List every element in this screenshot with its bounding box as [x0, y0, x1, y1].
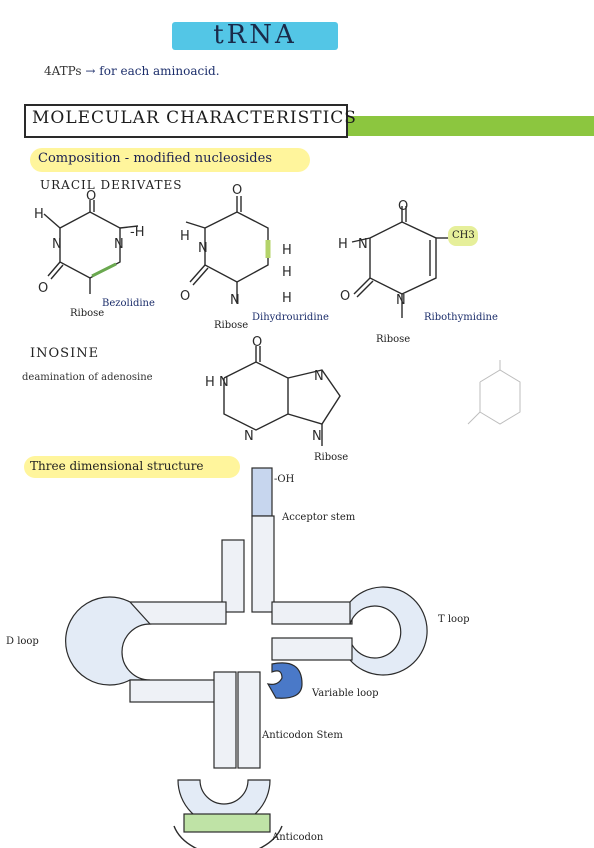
svg-text:O: O — [340, 289, 350, 304]
acceptor-stem-label: Acceptor stem — [282, 512, 356, 523]
svg-text:O: O — [180, 289, 190, 304]
trna-cloverleaf — [65, 467, 428, 833]
svg-text:O: O — [252, 335, 262, 350]
t-loop-label: T loop — [438, 614, 470, 625]
svg-text:H: H — [282, 243, 292, 258]
svg-text:N: N — [219, 375, 229, 390]
svg-text:H: H — [180, 229, 190, 244]
section-box — [24, 104, 348, 138]
atp-note: 4ATPs → for each aminoacid. — [44, 64, 220, 78]
ch3-label: CH3 — [452, 230, 475, 241]
d-loop-label: D loop — [6, 636, 39, 647]
anticodon-bracket — [173, 825, 283, 848]
svg-text:O: O — [232, 183, 242, 198]
ribose-label-4: Ribose — [314, 452, 349, 463]
atp-count: 4ATPs — [44, 64, 82, 78]
three-d-highlight — [24, 456, 240, 478]
svg-text:N: N — [114, 237, 124, 252]
svg-text:N: N — [396, 293, 406, 308]
svg-text:H: H — [282, 291, 292, 306]
inosine-structure — [223, 346, 341, 446]
page-title: tRNA — [213, 20, 297, 50]
atp-note-suffix: for each aminoacid. — [99, 64, 220, 78]
faded-structure — [467, 360, 521, 425]
svg-text:N: N — [358, 237, 368, 252]
svg-text:-H: -H — [130, 225, 144, 240]
oh-label: -OH — [274, 474, 295, 485]
ribose-label-3: Ribose — [376, 334, 411, 345]
variable-loop-label: Variable loop — [312, 688, 379, 699]
svg-text:H: H — [34, 207, 44, 222]
section-title: MOLECULAR CHARACTERISTICS — [32, 108, 357, 128]
ch3-highlight — [448, 226, 478, 246]
ribose-label-2: Ribose — [214, 320, 249, 331]
ribothymidine-label: Ribothymidine — [424, 312, 498, 323]
three-d-heading: Three dimensional structure — [30, 459, 204, 473]
svg-text:N: N — [52, 237, 62, 252]
composition-heading: Composition - modified nucleosides — [38, 151, 272, 166]
svg-text:H: H — [338, 237, 348, 252]
anticodon-label: Anticodon — [272, 832, 324, 843]
ribothymidine-structure — [351, 206, 452, 318]
inosine-heading: INOSINE — [30, 346, 100, 361]
arrow-icon: → — [85, 64, 96, 78]
svg-text:N: N — [198, 241, 208, 256]
composition-highlight — [30, 148, 310, 172]
svg-text:N: N — [230, 293, 240, 308]
bezolidine-label: Bezolidine — [102, 298, 155, 309]
uracil-heading: URACIL DERIVATES — [40, 178, 183, 192]
dihydrouridine-structure — [185, 196, 271, 302]
pseudouridine-structure — [43, 200, 139, 294]
anticodon-stem-label: Anticodon Stem — [262, 730, 343, 741]
ribose-label-1: Ribose — [70, 308, 105, 319]
svg-text:H: H — [282, 265, 292, 280]
inosine-description: deamination of adenosine — [22, 372, 153, 383]
svg-text:N: N — [314, 369, 324, 384]
svg-text:H: H — [205, 375, 215, 390]
svg-text:O: O — [86, 189, 96, 204]
svg-text:N: N — [312, 429, 322, 444]
dihydrouridine-label: Dihydrouridine — [252, 312, 329, 323]
section-accent-strip — [344, 116, 594, 136]
svg-text:N: N — [244, 429, 254, 444]
svg-text:O: O — [38, 281, 48, 296]
title-highlight — [172, 22, 338, 50]
svg-text:O: O — [398, 199, 408, 214]
